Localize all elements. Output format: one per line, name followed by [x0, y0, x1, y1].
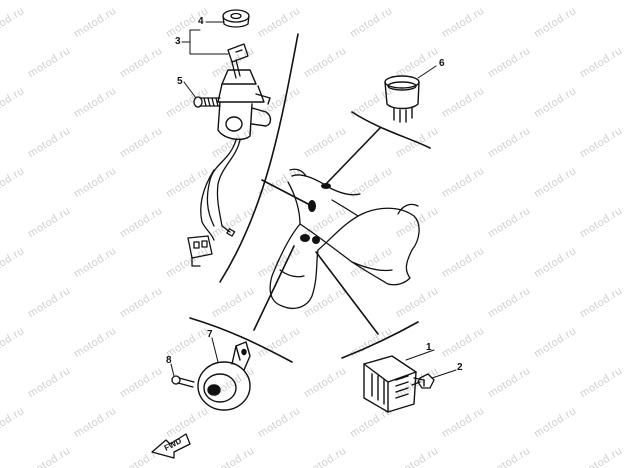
horn-part [197, 341, 251, 411]
callout-1: 1 [426, 342, 432, 353]
leader-horn [253, 245, 295, 331]
location-marker-horn [300, 234, 310, 242]
divider-rectifier-group [341, 321, 419, 359]
callout-4: 4 [198, 16, 204, 27]
scooter-outline [269, 168, 420, 310]
horn-bolt-part [171, 375, 195, 388]
main-switch-body [217, 69, 272, 141]
leader-rectifier [315, 251, 379, 335]
leader-relay [325, 127, 381, 185]
lock-cap-part [222, 9, 250, 28]
callout-5: 5 [177, 76, 183, 87]
leader-ignition [261, 179, 313, 207]
callout-leaders [170, 21, 457, 379]
callout-3: 3 [175, 36, 181, 47]
divider-horn-group [189, 317, 293, 363]
location-marker-relay [321, 183, 331, 189]
wiring-harness [200, 139, 241, 241]
callout-2: 2 [457, 362, 463, 373]
divider-relay-group [351, 111, 431, 149]
callout-8: 8 [166, 355, 172, 366]
callout-7: 7 [207, 329, 213, 340]
divider-ignition-group [219, 33, 299, 283]
relay-part [384, 75, 420, 123]
mounting-screw-part [193, 96, 221, 108]
ignition-key-part [227, 43, 249, 79]
location-marker-ignition [308, 200, 316, 212]
rectifier-bolt-part [411, 373, 435, 389]
location-marker-rectifier [312, 236, 320, 244]
forward-direction-arrow [151, 433, 191, 459]
callout-6: 6 [439, 58, 445, 69]
coupler-connector [187, 235, 213, 267]
rectifier-regulator-part [363, 355, 425, 413]
